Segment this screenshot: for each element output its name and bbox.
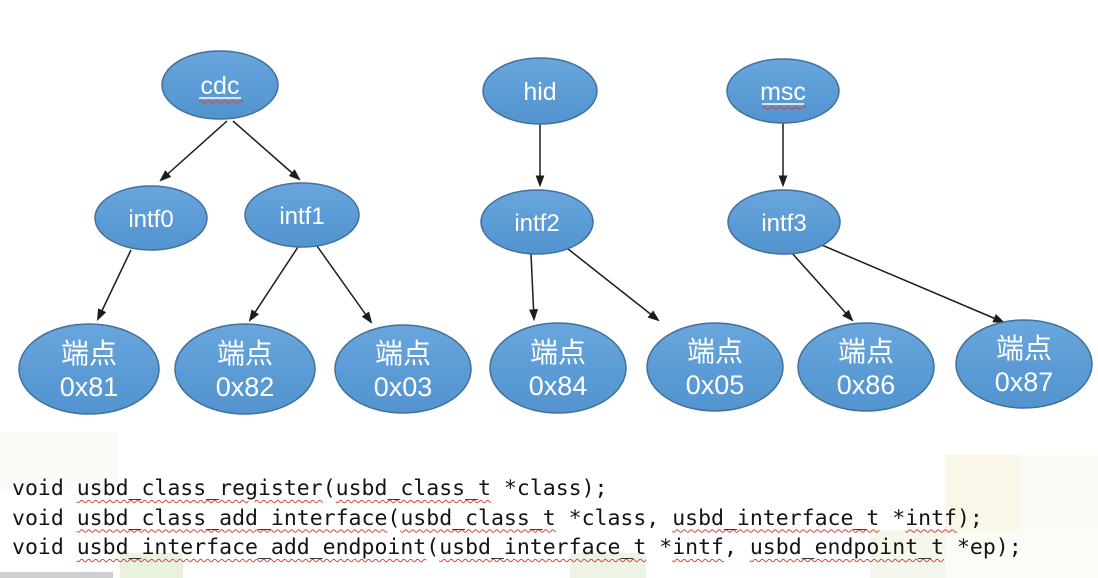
node-label-addr-ep-0x82: 0x82 [216, 372, 275, 402]
node-ellipse-ep-0x84 [489, 322, 627, 414]
node-label-addr-ep-0x84: 0x84 [529, 371, 588, 401]
background-tile [120, 553, 183, 578]
node-ellipse-ep-0x86 [797, 322, 935, 412]
arrow-intf2-to-ep-0x84 [529, 253, 539, 322]
arrow-cdc-to-intf1 [232, 120, 301, 181]
code-token: ( [322, 476, 336, 501]
arrow-intf0-to-ep-0x81 [97, 249, 132, 322]
code-line-2: void usbd_class_add_interface(usbd_class… [12, 504, 1022, 534]
code-token: * [879, 505, 906, 531]
node-ellipse-ep-0x05 [646, 322, 784, 412]
background-tile [570, 553, 646, 578]
code-line-1: void usbd_class_register(usbd_class_t *c… [12, 474, 1022, 504]
node-ellipse-ep-0x03 [334, 324, 472, 414]
arrow-intf3-to-ep-0x86 [790, 251, 854, 322]
node-label-addr-ep-0x05: 0x05 [686, 370, 745, 400]
code-token-flagged: usbd_class_t [400, 505, 556, 531]
node-ellipse-ep-0x87 [955, 319, 1093, 409]
node-intf1: intf1 [244, 182, 360, 248]
node-label-intf2: intf2 [514, 210, 559, 237]
node-msc: msc [726, 58, 840, 124]
code-token: *ep); [944, 535, 1022, 561]
code-token: void [12, 505, 77, 531]
node-ellipse-cdc [161, 50, 279, 120]
node-label-cjk-ep-0x05: 端点 [687, 336, 743, 367]
code-token: *class); [490, 476, 608, 501]
node-ellipse-hid [482, 57, 598, 125]
node-ellipse-intf0 [94, 185, 208, 251]
arrow-intf1-to-ep-0x03 [316, 245, 373, 324]
node-intf2: intf2 [480, 189, 594, 255]
code-token: , [723, 535, 750, 561]
code-token: *class, [555, 505, 673, 531]
code-token: void [12, 476, 77, 501]
node-label-addr-ep-0x87: 0x87 [995, 367, 1054, 397]
node-ellipse-intf3 [727, 189, 841, 255]
code-token-flagged: usbd_endpoint_t [749, 535, 945, 561]
node-label-addr-ep-0x86: 0x86 [837, 370, 896, 400]
arrow-intf1-to-ep-0x82 [248, 246, 299, 322]
background-tile [1020, 455, 1098, 530]
arrow-cdc-to-intf0 [159, 120, 228, 182]
node-label-hid: hid [523, 78, 556, 106]
node-label-cjk-ep-0x84: 端点 [530, 337, 586, 368]
node-label-cjk-ep-0x86: 端点 [838, 336, 894, 367]
node-label-addr-ep-0x03: 0x03 [374, 372, 433, 402]
edges-layer [97, 120, 1006, 324]
node-ellipse-intf1 [244, 182, 360, 248]
node-ellipse-ep-0x81 [18, 323, 160, 415]
node-label-cjk-ep-0x03: 端点 [375, 338, 431, 369]
code-token-flagged: usbd_interface_t [672, 505, 880, 531]
node-label-addr-ep-0x81: 0x81 [60, 372, 119, 402]
spellcheck-squiggle [198, 100, 244, 104]
node-label-cdc: cdc [201, 72, 240, 100]
node-label-cjk-ep-0x82: 端点 [217, 338, 273, 369]
arrow-intf2-to-ep-0x05 [562, 244, 660, 322]
code-token: ); [956, 505, 983, 531]
node-intf3: intf3 [727, 189, 841, 255]
node-cdc: cdc [161, 50, 279, 120]
code-token-flagged: usbd_class_t [335, 476, 491, 501]
node-label-cjk-ep-0x81: 端点 [61, 338, 117, 369]
node-intf0: intf0 [94, 185, 208, 251]
arrow-intf3-to-ep-0x87 [816, 242, 1006, 323]
background-tile [945, 455, 1020, 530]
code-token-flagged: usbd_class_add_interface [76, 505, 388, 531]
code-token-flagged: usbd_interface_add_endpoint [76, 535, 427, 561]
background-tile [870, 530, 945, 578]
background-tile [0, 572, 113, 578]
spellcheck-squiggle [761, 106, 807, 110]
node-label-intf3: intf3 [761, 210, 806, 237]
node-label-cjk-ep-0x87: 端点 [996, 333, 1052, 364]
code-token-flagged: intf [672, 535, 724, 561]
background-tiles-layer [0, 432, 1098, 578]
code-token-flagged: intf [905, 505, 957, 531]
node-ellipse-ep-0x82 [174, 323, 316, 415]
node-ellipse-msc [726, 58, 840, 124]
code-token-flagged: usbd_interface_t [439, 535, 647, 561]
node-ellipse-intf2 [480, 189, 594, 255]
code-token: void [12, 535, 77, 561]
node-hid: hid [482, 57, 598, 125]
node-label-msc: msc [760, 78, 806, 106]
code-line-3: void usbd_interface_add_endpoint(usbd_in… [12, 533, 1022, 563]
background-tile [0, 432, 118, 490]
code-token: ( [387, 505, 401, 531]
background-tile [945, 530, 1098, 578]
node-label-intf1: intf1 [279, 203, 324, 230]
code-token: ( [426, 535, 440, 561]
code-token-flagged: usbd_class_register [76, 476, 323, 501]
code-block: void usbd_class_register(usbd_class_t *c… [12, 474, 1022, 563]
node-label-intf0: intf0 [128, 206, 173, 233]
code-token: * [646, 535, 673, 561]
